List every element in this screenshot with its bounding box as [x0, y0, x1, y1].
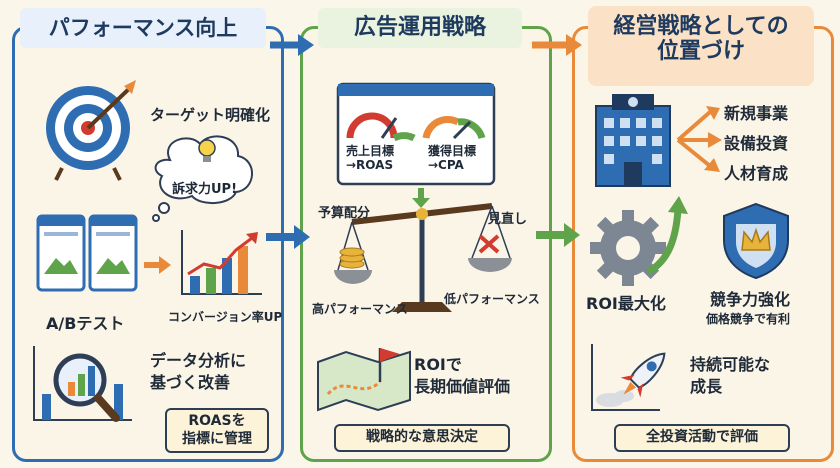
balance-scale-icon — [334, 203, 512, 312]
footer-management: 全投資活動で評価 — [614, 424, 790, 452]
arrow-right-icon — [266, 225, 310, 249]
arrow-right-icon — [144, 256, 171, 274]
label-review: 見直し — [488, 212, 528, 227]
target-icon — [46, 80, 136, 181]
arrow-down-icon — [412, 188, 430, 208]
title-management: 経営戦略としての 位置づけ — [588, 6, 814, 86]
label-price-comp: 価格競争で有利 — [706, 312, 791, 326]
arrow-right-icon — [532, 34, 582, 56]
title-ad-strategy: 広告運用戦略 — [318, 8, 522, 48]
label-growth: 持続可能な 成長 — [690, 355, 771, 396]
magnifier-chart-icon — [33, 346, 132, 422]
branch-arrows-icon — [676, 106, 722, 172]
label-new-biz: 新規事業 — [724, 104, 789, 123]
label-conversion: コンバージョン率UP — [168, 310, 283, 324]
footer-performance: ROASを 指標に管理 — [165, 408, 269, 453]
ab-test-screens-icon — [36, 214, 138, 292]
bar-chart-growth-icon — [181, 230, 262, 295]
label-hr: 人材育成 — [724, 164, 789, 183]
title-management-text: 経営戦略としての 位置づけ — [613, 14, 789, 65]
label-low-perf: 低パフォーマンス — [444, 292, 540, 306]
label-ab-test: A/Bテスト — [46, 314, 125, 333]
label-budget: 予算配分 — [318, 206, 371, 221]
shield-crown-icon — [723, 202, 789, 280]
footer-ad-strategy: 戦略的な意思決定 — [334, 424, 510, 452]
label-acq-goal: 獲得目標 →CPA — [428, 144, 477, 173]
title-performance: パフォーマンス向上 — [20, 8, 266, 48]
label-roi-eval: ROIで 長期価値評価 — [414, 355, 511, 396]
label-competitive: 競争力強化 — [710, 290, 791, 309]
lightbulb-icon — [198, 139, 216, 162]
dashboard-gauges-icon — [336, 82, 496, 186]
arrow-right-icon — [536, 223, 580, 247]
label-target: ターゲット明確化 — [150, 106, 271, 124]
map-flag-icon — [317, 348, 411, 412]
label-bubble: 訴求力UP! — [172, 182, 238, 197]
label-equipment: 設備投資 — [724, 134, 789, 153]
gear-growth-icon — [590, 196, 688, 286]
arrow-right-icon — [270, 34, 314, 56]
label-sales-goal: 売上目標 →ROAS — [346, 144, 395, 173]
label-high-perf: 高パフォーマンス — [312, 302, 408, 316]
label-roi-max: ROI最大化 — [586, 294, 666, 313]
company-building-icon — [595, 94, 671, 187]
label-data-analysis: データ分析に 基づく改善 — [150, 351, 247, 392]
rocket-icon — [591, 344, 666, 411]
